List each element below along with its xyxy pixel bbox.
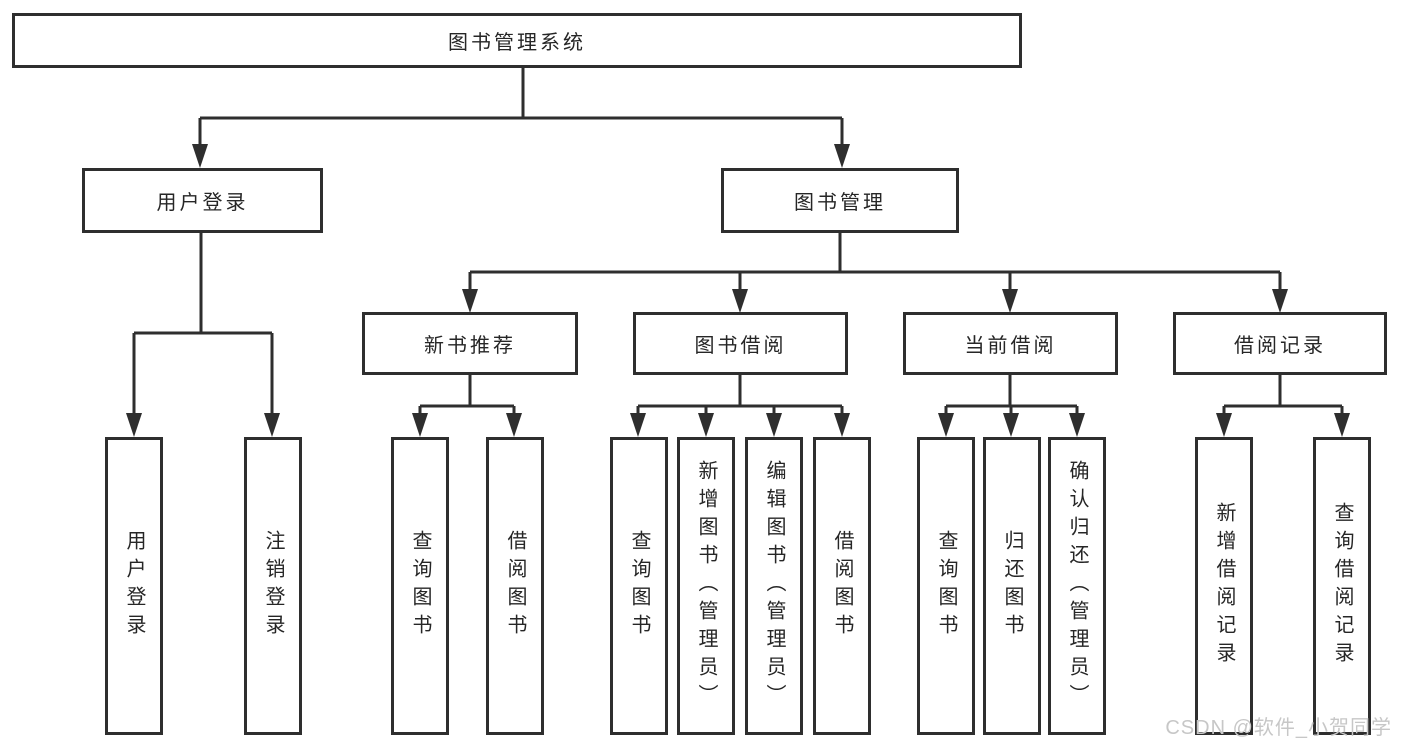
arrowhead-icon bbox=[1002, 289, 1018, 313]
leaf-label: 注销登录 bbox=[262, 530, 284, 642]
node-user-login: 用户登录 bbox=[82, 168, 323, 233]
node-label: 图书管理 bbox=[794, 192, 886, 214]
arrowhead-icon bbox=[1003, 413, 1019, 437]
leaf-label: 用户登录 bbox=[123, 530, 145, 642]
connector-bookborrow-to-leaves bbox=[636, 375, 844, 416]
arrowhead-icon bbox=[412, 413, 428, 437]
leaf-edit-books-admin: 编辑图书（管理员） bbox=[745, 437, 803, 735]
connector-currentborrow-to-leaves bbox=[944, 375, 1079, 416]
leaf-add-borrow-record: 新增借阅记录 bbox=[1195, 437, 1253, 735]
leaf-confirm-return-admin: 确认归还（管理员） bbox=[1048, 437, 1106, 735]
leaf-label: 借阅图书 bbox=[831, 530, 853, 642]
node-current-borrow: 当前借阅 bbox=[903, 312, 1118, 375]
arrowhead-icon bbox=[1069, 413, 1085, 437]
arrowhead-icon bbox=[1272, 289, 1288, 313]
node-new-book-recommend: 新书推荐 bbox=[362, 312, 578, 375]
leaf-return-books: 归还图书 bbox=[983, 437, 1041, 735]
arrowhead-icon bbox=[192, 144, 208, 168]
leaf-label: 新增图书（管理员） bbox=[695, 460, 717, 712]
node-label: 图书管理系统 bbox=[448, 32, 586, 54]
arrowhead-icon bbox=[766, 413, 782, 437]
node-borrow-records: 借阅记录 bbox=[1173, 312, 1387, 375]
leaf-label: 编辑图书（管理员） bbox=[763, 460, 785, 712]
node-label: 图书借阅 bbox=[694, 335, 787, 357]
arrowhead-icon bbox=[126, 413, 142, 437]
arrowhead-icon bbox=[264, 413, 280, 437]
connector-bookmgmt-to-level3 bbox=[468, 233, 1282, 292]
connector-newbook-to-leaves bbox=[418, 375, 516, 416]
leaf-label: 借阅图书 bbox=[504, 530, 526, 642]
csdn-watermark: CSDN @软件_小贺同学 bbox=[1165, 717, 1392, 739]
arrowhead-icon bbox=[698, 413, 714, 437]
arrowhead-icon bbox=[834, 144, 850, 168]
leaf-query-books-3: 查询图书 bbox=[917, 437, 975, 735]
arrowhead-icon bbox=[630, 413, 646, 437]
leaf-query-borrow-record: 查询借阅记录 bbox=[1313, 437, 1371, 735]
leaf-label: 查询图书 bbox=[409, 530, 431, 642]
leaf-borrow-books-2: 借阅图书 bbox=[813, 437, 871, 735]
node-label: 新书推荐 bbox=[424, 335, 516, 357]
leaf-label: 查询借阅记录 bbox=[1331, 502, 1353, 670]
leaf-query-books-2: 查询图书 bbox=[610, 437, 668, 735]
node-book-management: 图书管理 bbox=[721, 168, 959, 233]
leaf-borrow-books-1: 借阅图书 bbox=[486, 437, 544, 735]
leaf-label: 确认归还（管理员） bbox=[1066, 460, 1088, 712]
leaf-label: 查询图书 bbox=[935, 530, 957, 642]
leaf-query-books-1: 查询图书 bbox=[391, 437, 449, 735]
leaf-user-login: 用户登录 bbox=[105, 437, 163, 735]
leaf-label: 归还图书 bbox=[1001, 530, 1023, 642]
leaf-label: 查询图书 bbox=[628, 530, 650, 642]
arrowhead-icon bbox=[506, 413, 522, 437]
arrowhead-icon bbox=[938, 413, 954, 437]
node-label: 借阅记录 bbox=[1234, 335, 1326, 357]
leaf-label: 新增借阅记录 bbox=[1213, 502, 1235, 670]
connector-userlogin-to-leaves bbox=[132, 233, 274, 416]
leaf-logout: 注销登录 bbox=[244, 437, 302, 735]
arrowhead-icon bbox=[1216, 413, 1232, 437]
connector-root-to-level2 bbox=[198, 68, 844, 146]
leaf-add-books-admin: 新增图书（管理员） bbox=[677, 437, 735, 735]
arrowhead-icon bbox=[732, 289, 748, 313]
node-label: 当前借阅 bbox=[964, 335, 1057, 357]
arrowhead-icon bbox=[462, 289, 478, 313]
arrowhead-icon bbox=[1334, 413, 1350, 437]
arrowhead-icon bbox=[834, 413, 850, 437]
connector-records-to-leaves bbox=[1222, 375, 1344, 416]
node-library-system: 图书管理系统 bbox=[12, 13, 1022, 68]
node-book-borrow: 图书借阅 bbox=[633, 312, 848, 375]
node-label: 用户登录 bbox=[156, 192, 249, 214]
